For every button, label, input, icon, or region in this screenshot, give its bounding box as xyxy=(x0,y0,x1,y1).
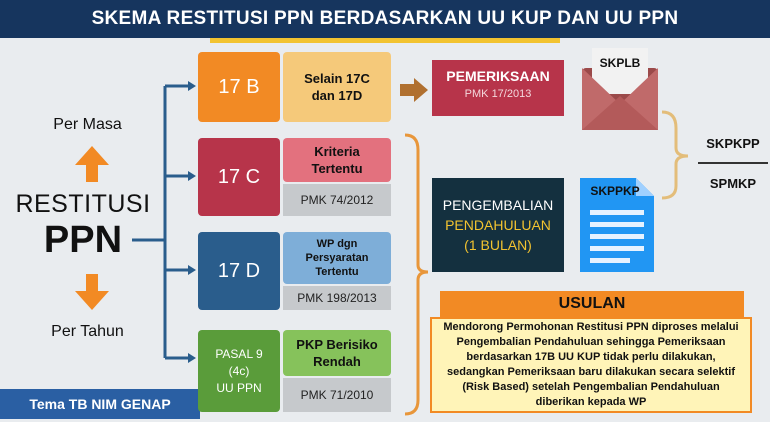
pemeriksaan-title: PEMERIKSAAN xyxy=(446,68,550,84)
page-title: SKEMA RESTITUSI PPN BERDASARKAN UU KUP D… xyxy=(0,0,770,38)
desc-17d: WP dgn Persyaratan Tertentu xyxy=(283,232,391,284)
arrow-right-icon xyxy=(400,78,428,102)
desc-pasal9: PKP Berisiko Rendah xyxy=(283,330,391,376)
header-accent-bar xyxy=(210,38,560,43)
code-17c: 17 C xyxy=(198,138,280,216)
output-skpkpp: SKPKPP xyxy=(706,135,760,151)
pemeriksaan-box: PEMERIKSAAN PMK 17/2013 xyxy=(432,60,564,116)
skppkp-label: SKPPKP xyxy=(590,184,640,198)
brace-icon xyxy=(404,133,429,416)
ref-17c: PMK 74/2012 xyxy=(283,184,391,216)
ref-pasal9: PMK 71/2010 xyxy=(283,378,391,412)
envelope-icon xyxy=(582,48,658,130)
desc-17b: Selain 17C dan 17D xyxy=(283,52,391,122)
arrow-down-icon xyxy=(75,274,109,310)
usulan-title: USULAN xyxy=(440,291,744,317)
pengembalian-line1: PENGEMBALIAN xyxy=(442,197,554,213)
right-brace-icon xyxy=(661,110,689,200)
output-divider xyxy=(698,162,768,164)
arrow-up-icon xyxy=(75,146,109,182)
ref-17d: PMK 198/2013 xyxy=(283,286,391,310)
code-17d: 17 D xyxy=(198,232,280,310)
footer-tag: Tema TB NIM GENAP xyxy=(0,389,200,419)
output-spmkp: SPMKP xyxy=(709,175,757,191)
pengembalian-line2: PENDAHULUAN xyxy=(445,217,551,233)
per-masa-label: Per Masa xyxy=(53,116,122,133)
desc-17c: Kriteria Tertentu xyxy=(283,138,391,182)
code-17b: 17 B xyxy=(198,52,280,122)
restitusi-label: RESTITUSI xyxy=(15,190,151,218)
per-tahun-label: Per Tahun xyxy=(51,323,124,340)
pemeriksaan-ref: PMK 17/2013 xyxy=(464,88,532,100)
skplb-label: SKPLB xyxy=(599,56,641,70)
document-icon xyxy=(580,178,654,272)
code-pasal9: PASAL 9 (4c) UU PPN xyxy=(198,330,280,412)
usulan-body: Mendorong Permohonan Restitusi PPN dipro… xyxy=(430,317,752,413)
pengembalian-box: PENGEMBALIAN PENDAHULUAN (1 BULAN) xyxy=(432,178,564,272)
pengembalian-line3: (1 BULAN) xyxy=(464,237,532,253)
ppn-label: PPN xyxy=(43,219,123,261)
